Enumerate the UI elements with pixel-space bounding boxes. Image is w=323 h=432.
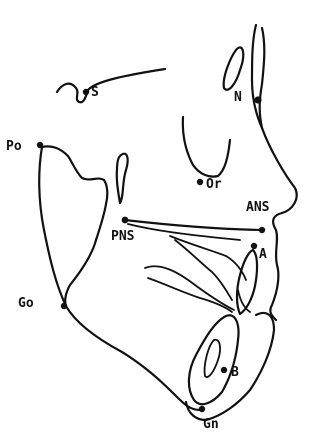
soft-tissue-profile xyxy=(262,128,297,320)
upper-incisor-outline xyxy=(237,250,257,314)
label-a: A xyxy=(259,247,267,262)
label-pns: PNS xyxy=(111,229,135,244)
label-go: Go xyxy=(18,296,34,311)
tongue-line-1 xyxy=(145,266,234,310)
nasal-inner-shape xyxy=(224,47,244,89)
label-gn: Gn xyxy=(203,417,219,432)
point-s xyxy=(83,89,89,95)
lower-incisor-outline xyxy=(189,315,239,404)
point-or xyxy=(197,179,203,185)
point-b xyxy=(221,367,227,373)
label-s: S xyxy=(91,85,99,100)
mandible-outline xyxy=(42,146,200,410)
point-po xyxy=(37,142,43,148)
upper-incisor-tip xyxy=(238,290,250,312)
point-ans xyxy=(259,227,265,233)
label-or: Or xyxy=(206,177,222,192)
nasal-bone-outline xyxy=(260,28,265,128)
label-n: N xyxy=(234,90,242,105)
point-gn xyxy=(199,406,205,412)
lower-incisor-inner xyxy=(205,340,221,377)
label-b: B xyxy=(231,365,239,380)
palatal-contour xyxy=(170,236,246,280)
sella-outline xyxy=(57,69,165,102)
orbit-outline xyxy=(183,117,230,177)
point-pns xyxy=(122,217,129,224)
point-n xyxy=(254,96,261,103)
point-a xyxy=(251,243,257,249)
label-ans: ANS xyxy=(246,200,270,215)
point-go xyxy=(61,303,67,309)
mandible-posterior-border xyxy=(39,147,66,306)
tongue-line-2 xyxy=(148,278,232,312)
pterygomaxillary-fissure xyxy=(117,154,128,203)
label-po: Po xyxy=(6,139,22,154)
